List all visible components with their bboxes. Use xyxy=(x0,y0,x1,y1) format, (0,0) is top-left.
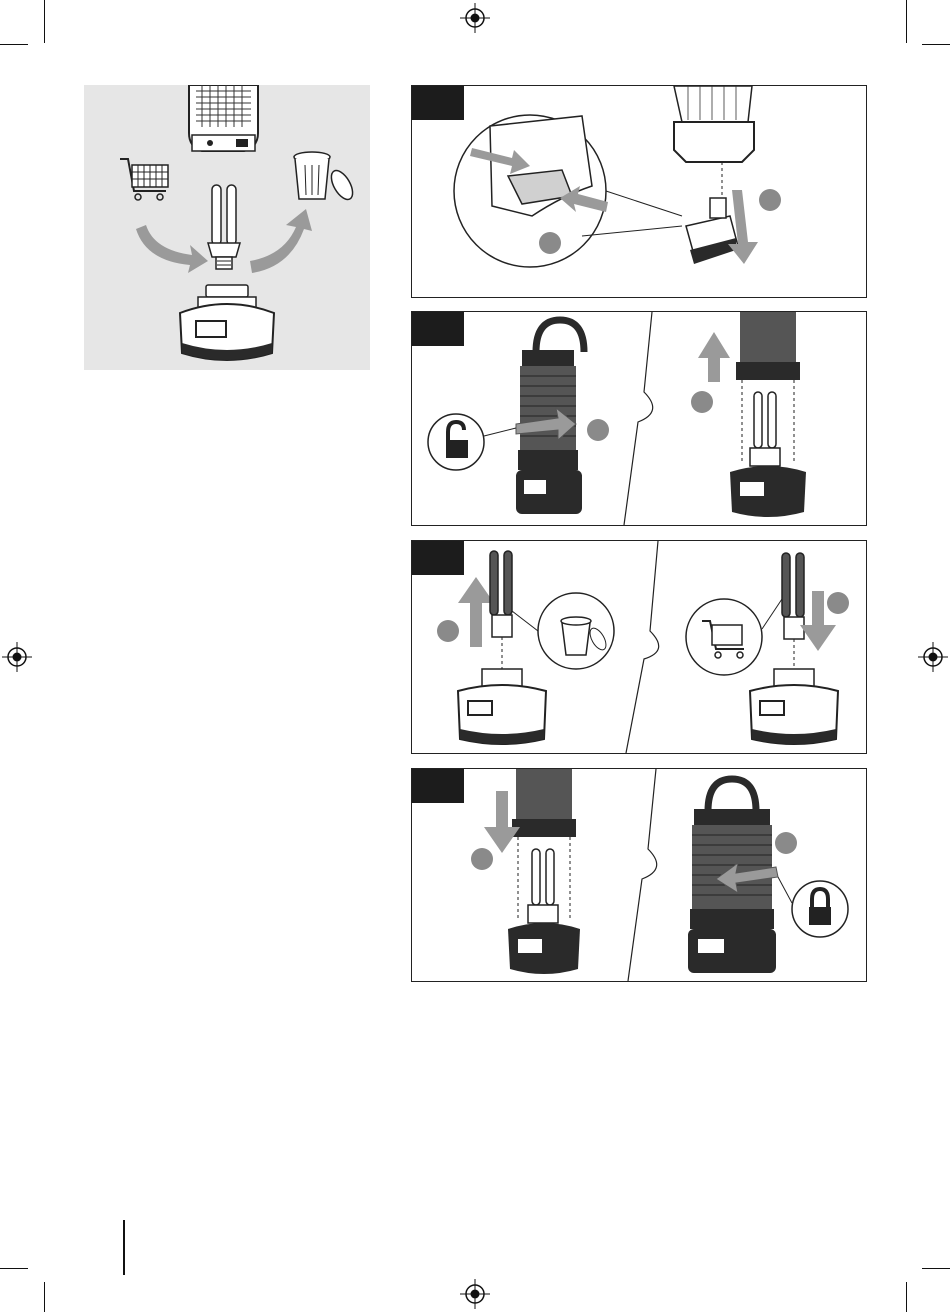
shopping-cart-icon xyxy=(120,159,168,200)
step-marker xyxy=(437,620,459,642)
step-marker xyxy=(775,832,797,854)
lantern-top-icon xyxy=(189,85,258,151)
step-marker xyxy=(587,419,609,441)
step-tab xyxy=(412,86,464,120)
clip-part-icon xyxy=(686,198,738,264)
step-marker xyxy=(471,848,493,870)
page-margin-bar xyxy=(123,1220,125,1275)
crop-mark xyxy=(922,44,950,45)
lantern-base-icon xyxy=(180,285,274,360)
uv-bulb-icon xyxy=(782,553,804,639)
lantern-base-icon xyxy=(730,466,806,517)
step-tab xyxy=(412,769,464,803)
arrow-up-icon xyxy=(698,332,730,382)
step-tab xyxy=(412,312,464,346)
step-marker xyxy=(691,391,713,413)
registration-mark-icon xyxy=(458,1,492,35)
uv-bulb-icon xyxy=(208,185,240,269)
step-tab xyxy=(412,541,464,575)
step-panel-4 xyxy=(411,768,867,982)
step-marker xyxy=(827,592,849,614)
lantern-base-icon xyxy=(508,923,580,974)
mesh-cover-icon xyxy=(736,312,800,380)
crop-mark xyxy=(906,1282,907,1312)
mesh-cover-icon xyxy=(512,769,576,837)
uv-bulb-icon xyxy=(490,551,512,637)
step-marker xyxy=(539,232,561,254)
lantern-base-icon xyxy=(750,669,838,744)
uv-bulb-icon xyxy=(750,392,780,466)
step-marker xyxy=(759,189,781,211)
trash-bin-icon xyxy=(294,152,357,203)
crop-mark xyxy=(44,0,45,43)
crop-mark xyxy=(0,1268,28,1269)
crop-mark xyxy=(922,1268,950,1269)
shopping-cart-icon xyxy=(686,599,782,675)
arrow-up-icon xyxy=(458,577,494,647)
registration-mark-icon xyxy=(0,640,34,674)
arrow-icon xyxy=(250,209,312,273)
crop-mark xyxy=(906,0,907,43)
unlock-icon xyxy=(428,414,516,470)
step-panel-3 xyxy=(411,540,867,754)
lantern-base-icon xyxy=(458,669,546,744)
registration-mark-icon xyxy=(458,1277,492,1311)
lock-icon xyxy=(778,877,848,937)
step-panel-1 xyxy=(411,85,867,298)
registration-mark-icon xyxy=(916,640,950,674)
arrow-icon xyxy=(136,225,208,273)
step-panel-2 xyxy=(411,311,867,526)
uv-bulb-icon xyxy=(528,849,558,923)
crop-mark xyxy=(44,1282,45,1312)
lantern-icon xyxy=(516,320,584,514)
trash-bin-icon xyxy=(512,593,614,669)
overview-illustration xyxy=(84,85,370,370)
crop-mark xyxy=(0,44,28,45)
